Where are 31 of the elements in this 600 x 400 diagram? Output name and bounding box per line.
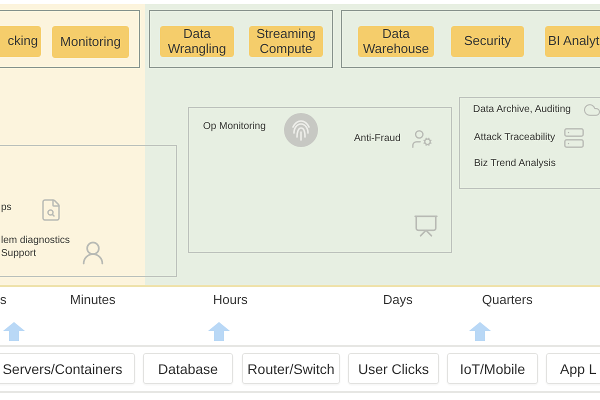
data-source-box: Servers/Containers: [0, 353, 135, 384]
use-case-panel: [459, 97, 600, 189]
data-source-box: App L: [546, 353, 600, 384]
timescale-label: s: [0, 292, 6, 307]
timescale-label: Minutes: [70, 292, 116, 307]
use-case-panel: [0, 145, 177, 277]
module-chip: Streaming Compute: [249, 26, 323, 57]
use-case-text: ps: [1, 202, 13, 214]
group-frame: [341, 10, 600, 68]
module-chip: Security: [451, 26, 524, 57]
use-case-text: Data Archive, Auditing: [473, 104, 572, 116]
timescale-label: Hours: [213, 292, 248, 307]
use-case-text: Biz Trend Analysis: [474, 158, 557, 170]
timescale-label: Quarters: [482, 292, 533, 307]
data-source-box: IoT/Mobile: [447, 353, 538, 384]
data-source-box: User Clicks: [348, 353, 439, 384]
use-case-panel: [188, 107, 452, 253]
module-chip: Data Warehouse: [358, 26, 434, 57]
use-case-text: lem diagnostics Support: [1, 235, 71, 260]
module-chip: BI Analyt: [545, 26, 600, 57]
group-frame: [0, 10, 140, 68]
use-case-text: Op Monitoring: [203, 121, 267, 134]
data-source-box: Router/Switch: [242, 353, 340, 384]
use-case-text: Anti-Fraud: [354, 133, 402, 146]
use-case-text: Attack Traceability: [474, 132, 556, 144]
timescale-label: Days: [383, 292, 413, 307]
group-frame: [149, 10, 333, 68]
module-chip: cking: [0, 26, 41, 57]
module-chip: Data Wrangling: [160, 26, 234, 57]
module-chip: Monitoring: [52, 26, 129, 58]
data-source-box: Database: [143, 353, 233, 384]
